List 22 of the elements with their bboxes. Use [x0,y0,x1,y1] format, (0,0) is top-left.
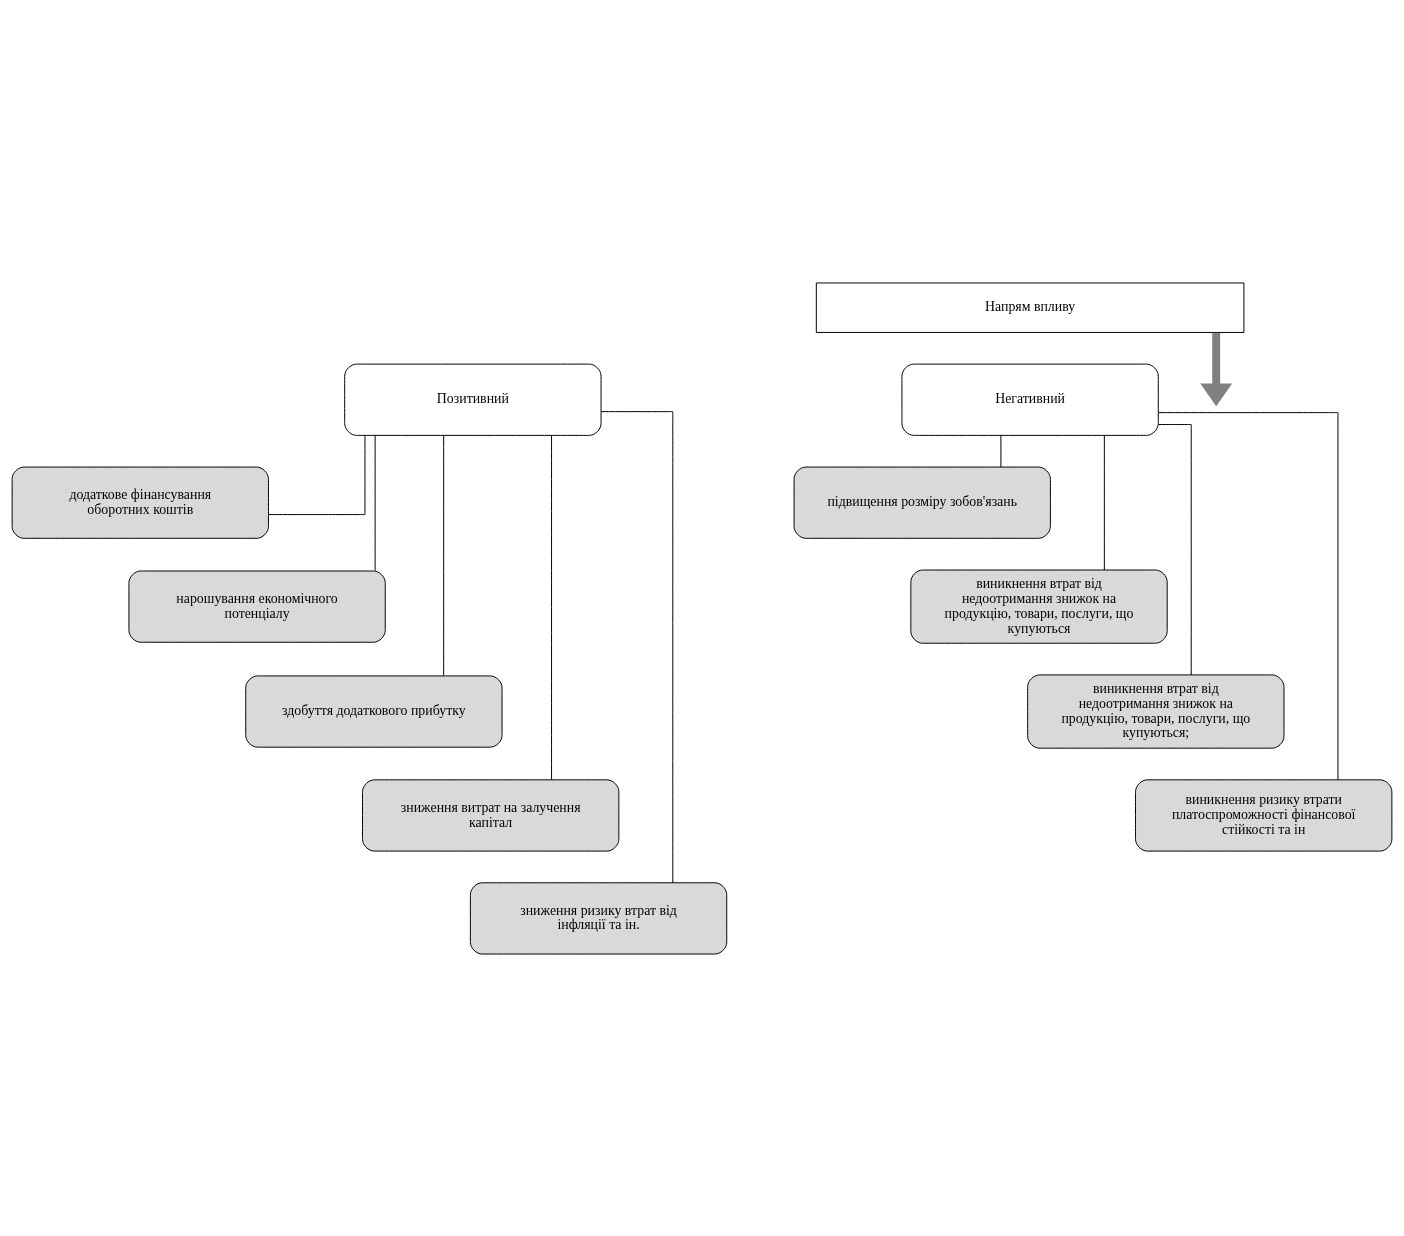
connector [1157,411,1339,780]
node-box: додаткове фінансування оборотних коштів [11,466,269,539]
connector [1000,434,1002,468]
node-box: Позитивний [344,363,602,436]
connector [600,410,674,883]
connector [443,434,445,676]
node-box: виникнення втрат від недоотримання знижок на продукцію, товари, послуги, що купуються; [1027,673,1285,749]
connector [268,434,366,515]
node-box: Напрям впливу [815,281,1245,333]
node-box: здобуття додаткового прибутку [245,674,503,748]
node-box: зниження ризику втрат від інфляції та ін. [469,881,728,955]
arrow [1200,332,1233,406]
connector [551,434,553,780]
node-box: Негативний [901,363,1159,436]
connector [374,434,376,571]
node-box: виникнення ризику втрати платоспроможності фінансової стійкості та ін [1135,778,1393,852]
node-box: нарошування економічного потенціалу [128,570,386,643]
node-box: зниження витрат на залучення капітал [362,778,620,852]
node-box: виникнення втрат від недоотримання знижок на продукцію, товари, послуги, що купуються [910,569,1168,644]
connector [1158,423,1192,675]
connector [1103,434,1105,570]
node-box: підвищення розміру зобов'язань [793,466,1051,539]
